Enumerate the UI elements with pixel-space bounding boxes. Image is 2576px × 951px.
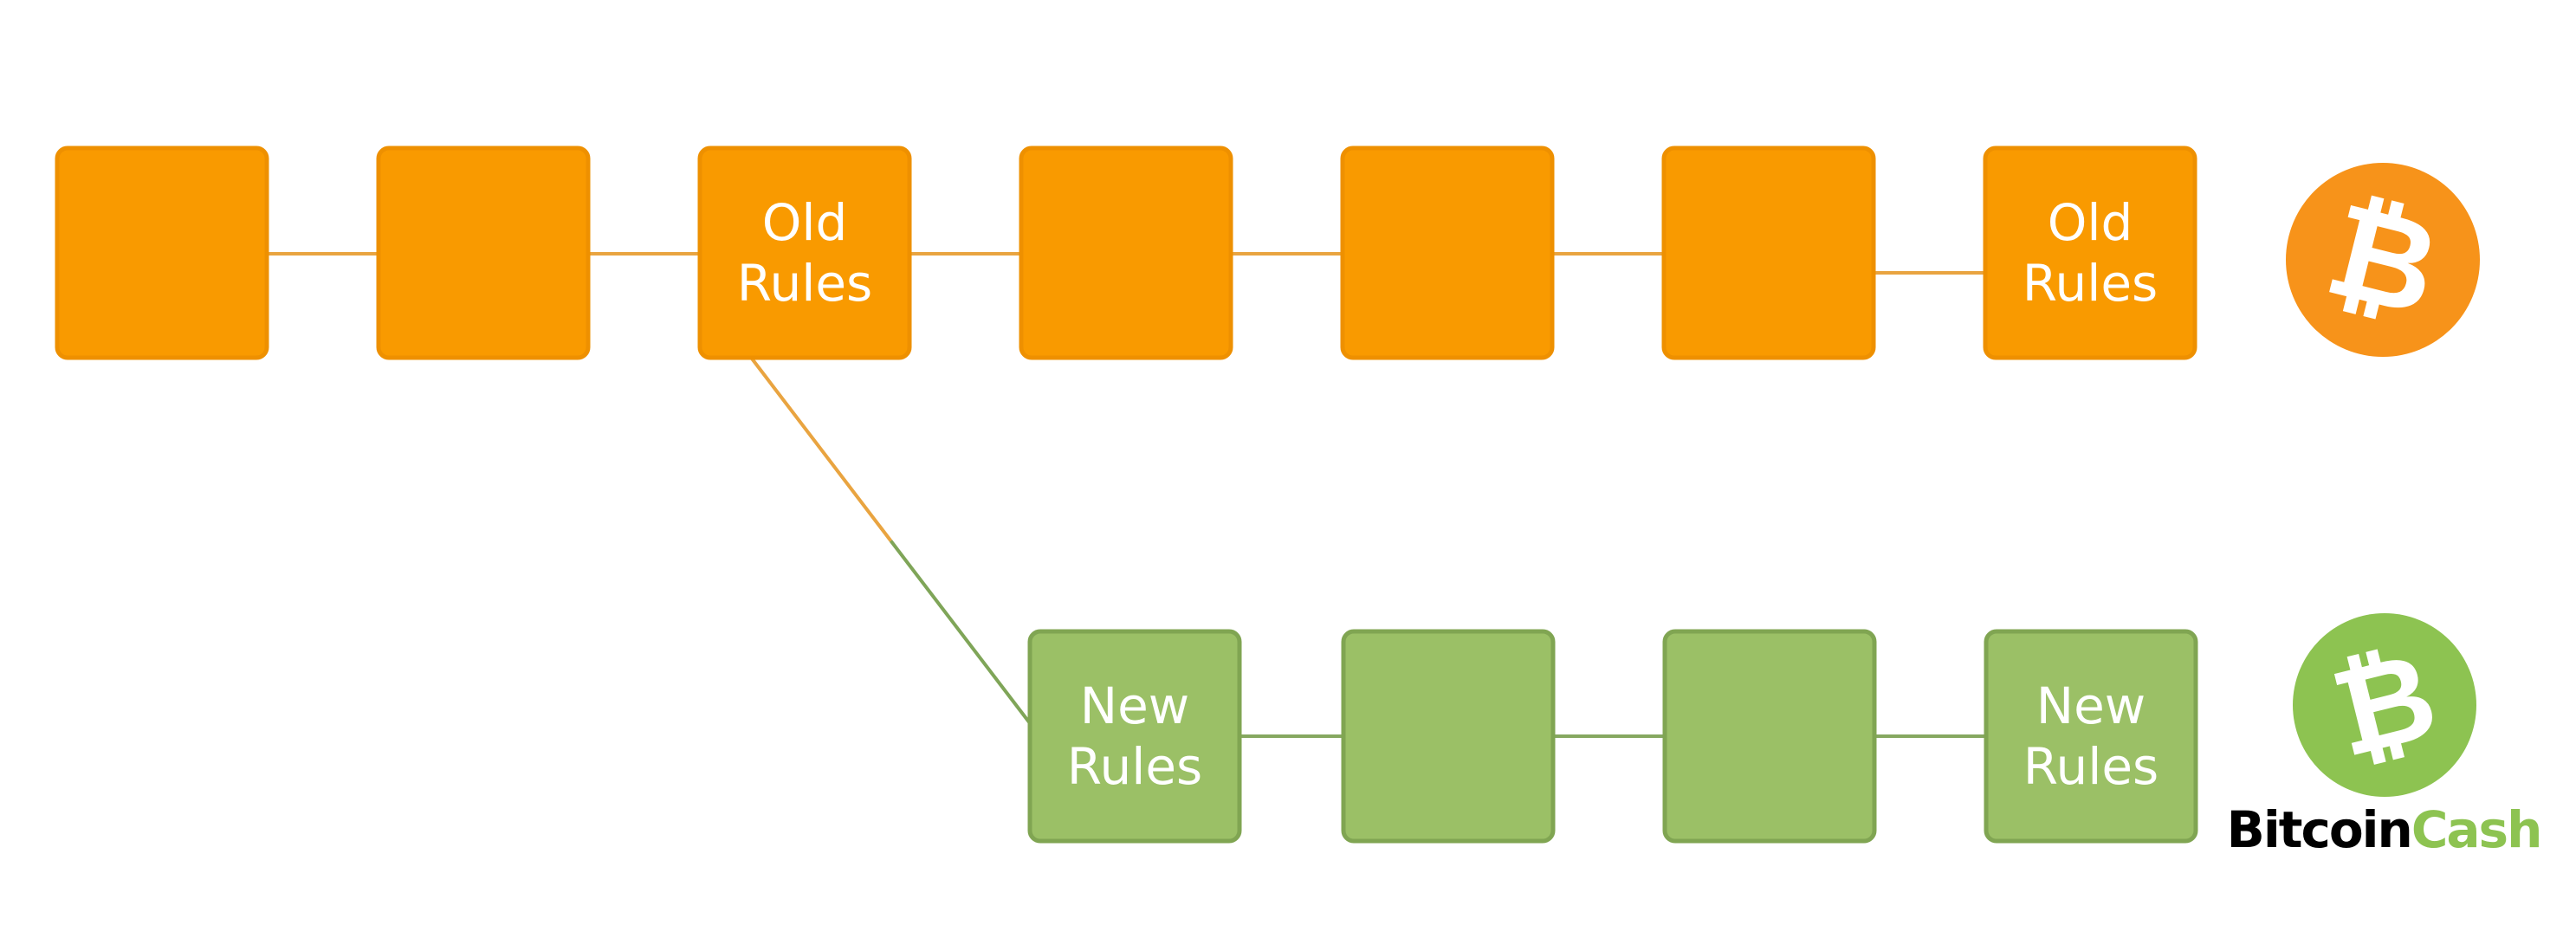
new-block-3: [1662, 629, 1877, 844]
old-block-5: [1340, 146, 1555, 360]
block-box: [1340, 146, 1555, 360]
block-label-line: Rules: [2023, 254, 2158, 313]
bitcoin-cash-logo-circle: [2293, 613, 2476, 797]
fork-link-old-segment: [750, 357, 893, 542]
block-label-line: New: [2036, 676, 2146, 735]
block-label-line: New: [1080, 676, 1190, 735]
block-label-line: Rules: [2023, 737, 2159, 796]
wordmark-bitcoin: Bitcoin: [2227, 800, 2411, 859]
block-box: [1019, 146, 1233, 360]
new-block-2: [1341, 629, 1556, 844]
fork-link: [750, 357, 1032, 725]
block-box: [697, 146, 912, 360]
old-block-2: [376, 146, 591, 360]
old-block-1: [55, 146, 269, 360]
old-block-4: [1019, 146, 1233, 360]
old-block-6: [1661, 146, 1876, 360]
block-box: [1983, 146, 2197, 360]
wordmark-cash: Cash: [2411, 800, 2541, 859]
bitcoin-logo-icon: ₿: [2286, 163, 2480, 357]
block-label-line: Rules: [1067, 737, 1202, 796]
block-label-line: Old: [2048, 193, 2133, 252]
bitcoin-cash-wordmark: BitcoinCash: [2227, 800, 2541, 859]
block-label-line: Rules: [737, 254, 872, 313]
block-box: [1662, 629, 1877, 844]
block-box: [1027, 629, 1242, 844]
fork-link-new-segment: [889, 540, 1032, 725]
bitcoin-cash-logo-icon: ₿ BitcoinCash: [2227, 613, 2542, 859]
block-label-line: Old: [762, 193, 848, 252]
block-box: [1341, 629, 1556, 844]
block-box: [1984, 629, 2198, 844]
block-box: [55, 146, 269, 360]
chain-links: [267, 252, 1986, 738]
block-box: [1661, 146, 1876, 360]
block-box: [376, 146, 591, 360]
bitcoin-logo-circle: [2286, 163, 2480, 357]
